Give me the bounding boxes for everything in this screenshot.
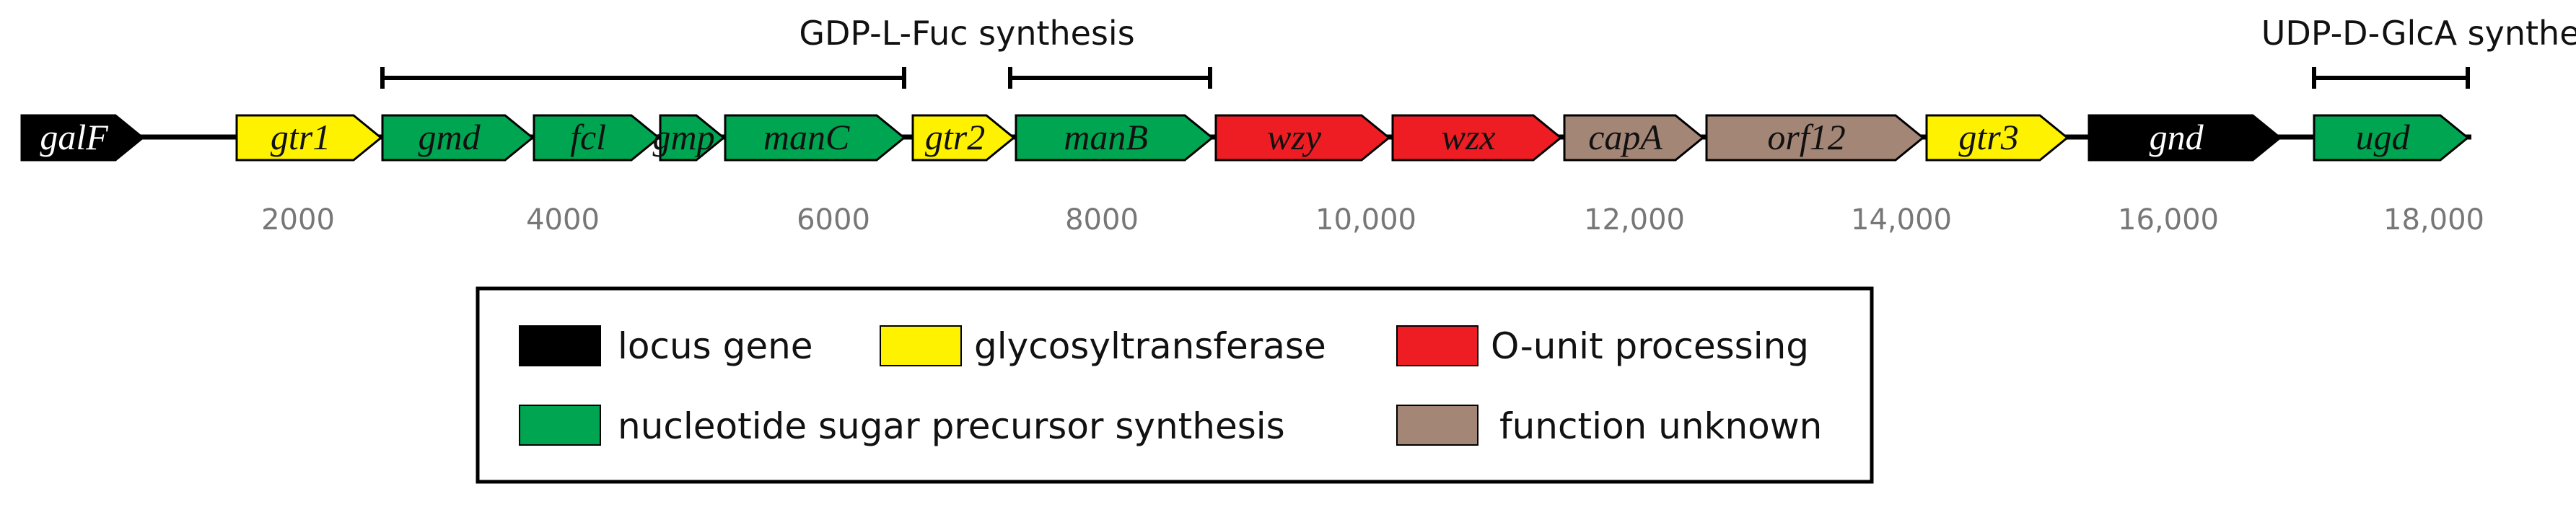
tick-label: 14,000 xyxy=(1851,203,1952,237)
region-bracket-udp-d-glca xyxy=(2312,67,2470,89)
gene-label-gtr2: gtr2 xyxy=(925,117,985,157)
tick-label: 16,000 xyxy=(2118,203,2219,237)
gene-label-gtr3: gtr3 xyxy=(1958,117,2018,157)
gene-arrow-shape xyxy=(20,114,145,162)
region-bracket-gdp-l-fuc xyxy=(380,67,1212,89)
gene-arrow-shape xyxy=(1563,114,1705,162)
gene-label-gnd: gnd xyxy=(2150,117,2204,157)
tick-label: 18,000 xyxy=(2383,203,2484,237)
gene-arrows: galF gtr1 gmd fcl gmp manC gtr2 manB wzy wzx capA o… xyxy=(20,114,2470,162)
legend-swatch-locus xyxy=(519,325,601,366)
tick-label: 4000 xyxy=(526,203,600,237)
gene-arrow-shape xyxy=(1925,114,2069,162)
legend-swatch-unknown xyxy=(1396,405,1478,446)
tick-label: 10,000 xyxy=(1315,203,1416,237)
gene-label-galF: galF xyxy=(40,117,108,157)
gene-label-orf12: orf12 xyxy=(1767,117,1845,157)
legend-swatch-nucleotide xyxy=(519,405,601,446)
legend-swatch-glycosyltransferase xyxy=(880,325,962,366)
gene-label-fcl: fcl xyxy=(570,117,606,157)
gene-arrow-gtr2: gtr2 xyxy=(911,114,1016,162)
gene-label-wzx: wzx xyxy=(1442,117,1496,157)
gene-arrow-gnd: gnd xyxy=(2087,114,2282,162)
legend: locus gene glycosyltransferase O-unit pr… xyxy=(476,286,1874,484)
gene-arrow-fcl: fcl xyxy=(533,114,661,162)
gene-arrow-shape xyxy=(1705,114,1925,162)
gene-label-gmd: gmd xyxy=(419,117,481,157)
gene-arrow-manB: manB xyxy=(1015,114,1214,162)
gene-arrow-shape xyxy=(1015,114,1214,162)
legend-label-nucleotide: nucleotide sugar precursor synthesis xyxy=(618,405,1285,447)
gene-arrow-shape xyxy=(1214,114,1391,162)
region-label-gdp-l-fuc: GDP-L-Fuc synthesis xyxy=(799,14,1134,53)
gene-arrow-shape xyxy=(2313,114,2470,162)
gene-arrow-capA: capA xyxy=(1563,114,1705,162)
gene-arrow-wzy: wzy xyxy=(1214,114,1391,162)
gene-arrow-shape xyxy=(235,114,383,162)
axis-tick-labels: 2000 4000 6000 8000 10,000 12,000 14,000… xyxy=(261,203,2484,237)
gene-arrow-orf12: orf12 xyxy=(1705,114,1925,162)
gene-label-capA: capA xyxy=(1588,117,1662,157)
gene-arrow-gtr3: gtr3 xyxy=(1925,114,2069,162)
gene-label-manC: manC xyxy=(763,117,850,157)
gene-label-wzy: wzy xyxy=(1267,117,1322,157)
gene-arrow-shape xyxy=(911,114,1016,162)
gene-arrow-ugd: ugd xyxy=(2313,114,2470,162)
tick-label: 8000 xyxy=(1065,203,1139,237)
gene-arrow-shape xyxy=(1391,114,1563,162)
legend-label-glycosyltransferase: glycosyltransferase xyxy=(974,325,1326,367)
legend-label-ounit: O-unit processing xyxy=(1491,325,1809,367)
tick-label: 2000 xyxy=(261,203,335,237)
tick-label: 6000 xyxy=(797,203,870,237)
gene-arrow-gtr1: gtr1 xyxy=(235,114,383,162)
gene-label-gtr1: gtr1 xyxy=(271,117,330,157)
gene-arrow-shape xyxy=(2087,114,2282,162)
gene-arrow-gmp: gmp xyxy=(653,114,726,162)
gene-arrow-shape xyxy=(659,114,726,162)
legend-swatch-ounit xyxy=(1396,325,1478,366)
gene-arrow-galF: galF xyxy=(20,114,145,162)
gene-arrow-gmd: gmd xyxy=(381,114,535,162)
gene-arrow-shape xyxy=(381,114,535,162)
legend-frame xyxy=(476,286,1874,484)
gene-arrow-shape xyxy=(724,114,906,162)
gene-label-manB: manB xyxy=(1064,117,1148,157)
gene-arrow-manC: manC xyxy=(724,114,906,162)
region-label-udp-d-glca: UDP-D-GlcA synthesis xyxy=(2261,14,2576,53)
gene-arrow-shape xyxy=(533,114,661,162)
gene-arrow-wzx: wzx xyxy=(1391,114,1563,162)
legend-label-locus: locus gene xyxy=(618,325,813,367)
gene-label-ugd: ugd xyxy=(2356,117,2411,157)
gene-label-gmp: gmp xyxy=(653,117,715,157)
tick-label: 12,000 xyxy=(1584,203,1685,237)
legend-label-unknown: function unknown xyxy=(1499,405,1822,447)
